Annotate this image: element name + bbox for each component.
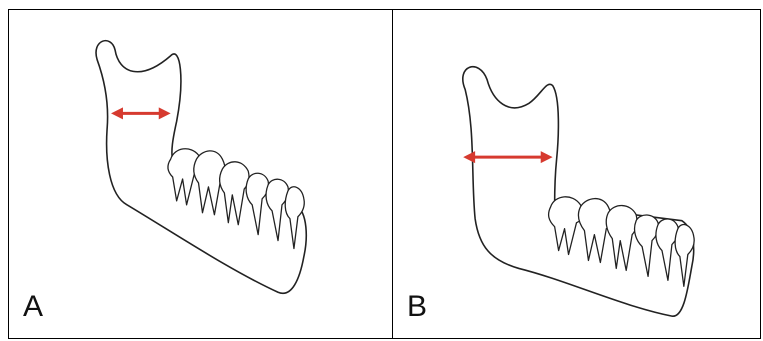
panel-b: B xyxy=(393,10,760,338)
molar-a-3 xyxy=(220,162,249,225)
molar-b-1 xyxy=(549,197,583,255)
teeth-a xyxy=(168,149,304,249)
premolar-b-1 xyxy=(635,215,659,276)
canine-b xyxy=(675,225,694,287)
mandible-diagram-b xyxy=(393,10,760,338)
panel-label-a: A xyxy=(23,292,43,322)
panel-label-b: B xyxy=(407,292,427,322)
mandible-diagram-a xyxy=(9,10,392,338)
panel-a: A xyxy=(9,10,393,338)
canine-a xyxy=(285,187,304,249)
premolar-b-2 xyxy=(656,219,678,280)
molar-b-3 xyxy=(606,206,637,271)
mandible-outline-b xyxy=(463,67,694,316)
ramus-width-arrow-a xyxy=(111,107,171,119)
premolar-a-1 xyxy=(246,173,268,234)
figure-frame: A B xyxy=(8,9,761,339)
ramus-width-arrow-b xyxy=(463,151,552,163)
teeth-b xyxy=(549,197,695,287)
molar-b-2 xyxy=(578,199,611,263)
